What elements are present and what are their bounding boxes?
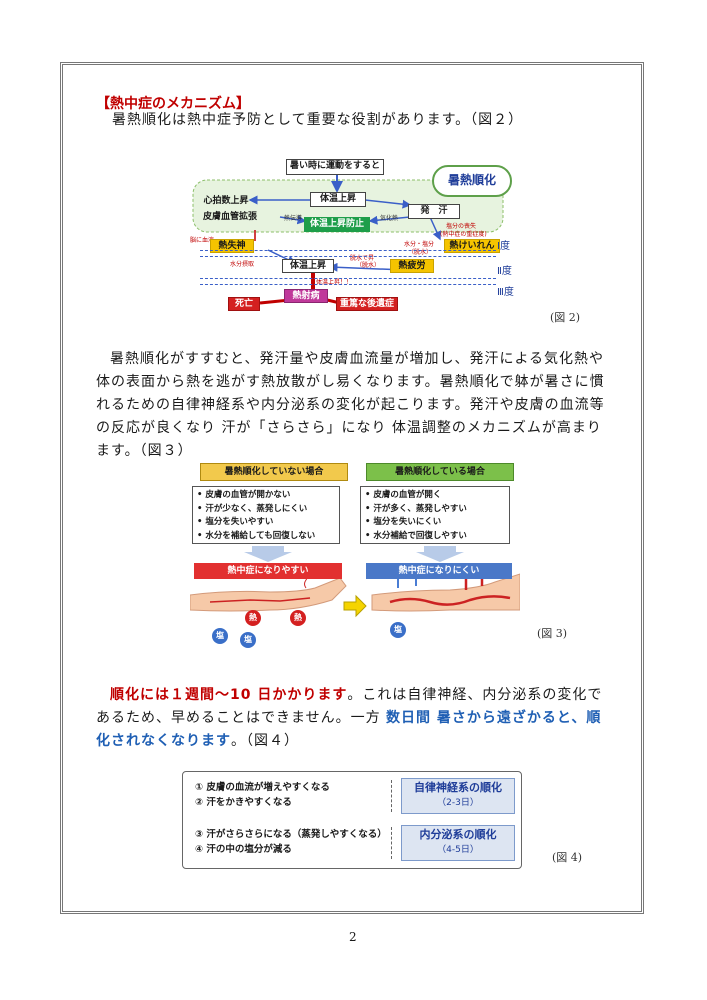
deacclimation-warning: 数日間 暑さから遠ざかると、順化されなくなります — [96, 710, 602, 749]
fig2-caption: (図 2) — [550, 311, 581, 324]
intro-text: 暑熱順化は熱中症予防として重要な役割があります。（図２） — [112, 112, 524, 128]
salt-marker: 塩 — [240, 632, 256, 648]
page-frame — [60, 62, 644, 914]
not-acclimated-list: • 皮膚の血管が開かない • 汗が少なく、蒸発しにくい • 塩分を失いやすい •… — [192, 486, 340, 544]
cramp-box: 熱けいれん — [444, 239, 500, 253]
fluid-intake-label: 水分摂取 — [230, 261, 255, 268]
level-2: Ⅱ度 — [497, 266, 512, 277]
autonomic-days: （2-3日） — [437, 798, 479, 808]
fig4-caption: (図 4) — [552, 851, 583, 864]
fig4-divider — [391, 780, 392, 812]
heart-rate-label: 心拍数上昇 — [203, 196, 249, 206]
exhaustion-box: 熱疲労 — [390, 259, 434, 273]
level-line-1b — [200, 256, 496, 257]
acclimation-duration: 順化には１週間〜10 日かかります — [110, 687, 348, 703]
figure-4: ① 皮膚の血流が増えやすくなる ② 汗をかきやすくなる ③ 汗がさらさらになる（… — [182, 771, 522, 869]
brain-blood-label: 脳に血液 — [190, 237, 215, 244]
paragraph-3-text: 。これは自律神経、内分泌系の変化であるため、早めることはできません。一方 — [96, 687, 603, 726]
salt-marker: 塩 — [390, 622, 406, 638]
temp-rise2-box: 体温上昇 — [282, 259, 334, 273]
evaporation-label: 気化熱 — [380, 215, 399, 222]
paragraph-3: 順化には１週間〜10 日かかります。これは自律神経、内分泌系の変化であるため、早… — [96, 684, 612, 753]
acclimated-item: • 皮膚の血管が開く — [365, 490, 442, 500]
paragraph-2: 暑熱順化がすすむと、発汗量や皮膚血流量が増加し、発汗による気化熱や体の表面から熱… — [96, 351, 605, 459]
acclimated-header: 暑熱順化している場合 — [366, 463, 514, 481]
temp-rise-box: 体温上昇 — [310, 192, 366, 207]
level-line-1 — [200, 250, 496, 251]
paragraph-3-end: 。（図４） — [231, 733, 299, 749]
fig4-item: ② 汗をかきやすくなる — [195, 797, 292, 808]
dehydration-sub-label: （脱水） — [408, 249, 433, 256]
acclimated-item: • 塩分を失いにくい — [365, 517, 442, 527]
figure-3: 暑熱順化していない場合 暑熱順化している場合 • 皮膚の血管が開かない • 汗が… — [190, 460, 520, 660]
heat-conduction-label: 熱伝導 — [284, 215, 303, 222]
acclimated-item: • 水分補給で回復しやすい — [365, 530, 467, 541]
page-number: 2 — [349, 930, 357, 944]
salt-loss-label: 塩分の喪失 — [446, 223, 477, 230]
section-heading: 【熱中症のメカニズム】 — [96, 96, 250, 112]
figure-2: 暑い時に運動をすると 暑熱順化 体温上昇 心拍数上昇 皮膚血管拡張 発 汗 体温… — [190, 155, 512, 315]
autonomic-acclimation-box: 自律神経系の順化 （2-3日） — [401, 778, 515, 814]
fig4-item: ③ 汗がさらさらになる（蒸発しやすくなる） — [195, 829, 387, 840]
prone-result-banner: 熱中症になりやすい — [194, 563, 342, 579]
not-acclimated-item: • 水分を補給しても回復しない — [197, 530, 316, 541]
acclimation-bubble: 暑熱順化 — [432, 165, 512, 197]
fig4-divider — [391, 827, 392, 859]
water-salt-label: 水分・塩分 — [404, 241, 435, 248]
level-line-2 — [200, 278, 496, 279]
dehydration2-label: （脱水） — [356, 262, 381, 269]
severity-label: (熱中症の重症度) — [440, 231, 487, 238]
fig4-item: ④ 汗の中の塩分が減る — [195, 844, 292, 855]
start-box: 暑い時に運動をすると — [286, 159, 384, 175]
death-box: 死亡 — [228, 297, 260, 311]
resistant-result-banner: 熱中症になりにくい — [366, 563, 512, 579]
dehydration-label: 脱水で昇 — [350, 255, 375, 262]
endocrine-acclimation-box: 内分泌系の順化 （4-5日） — [401, 825, 515, 861]
salt-marker: 塩 — [212, 628, 228, 644]
level-1: Ⅰ度 — [497, 241, 510, 252]
not-acclimated-item: • 塩分を失いやすい — [197, 517, 274, 527]
not-acclimated-item: • 汗が少なく、蒸発しにくい — [197, 503, 308, 514]
heatstroke-box: 熱射病 — [284, 289, 328, 303]
endocrine-days: （4-5日） — [437, 845, 479, 855]
not-acclimated-item: • 皮膚の血管が開かない — [197, 490, 291, 500]
fig4-group-2: ③ 汗がさらさらになる（蒸発しやすくなる） ④ 汗の中の塩分が減る — [195, 827, 387, 857]
sequelae-box: 重篤な後遺症 — [336, 297, 398, 311]
heat-marker: 熱 — [290, 610, 306, 626]
autonomic-title: 自律神経系の順化 — [414, 781, 502, 794]
not-acclimated-header: 暑熱順化していない場合 — [200, 463, 348, 481]
syncope-box: 熱失神 — [210, 239, 254, 253]
vasodilation-label: 皮膚血管拡張 — [202, 212, 257, 222]
acclimated-list: • 皮膚の血管が開く • 汗が多く、蒸発しやすい • 塩分を失いにくい • 水分… — [360, 486, 510, 544]
endocrine-title: 内分泌系の順化 — [419, 828, 497, 841]
acclimated-item: • 汗が多く、蒸発しやすい — [365, 503, 467, 514]
fig3-caption: (図 3) — [537, 627, 568, 640]
level-line-2b — [200, 284, 496, 285]
heat-marker: 熱 — [245, 610, 261, 626]
sweat-box: 発 汗 — [408, 204, 460, 219]
temp-prevent-box: 体温上昇防止 — [304, 217, 370, 232]
fig4-group-1: ① 皮膚の血流が増えやすくなる ② 汗をかきやすくなる — [195, 780, 330, 810]
fig4-item: ① 皮膚の血流が増えやすくなる — [195, 782, 330, 793]
temp-rise3-label: 体温上昇！！ — [316, 279, 353, 286]
level-3: Ⅲ度 — [497, 287, 514, 298]
